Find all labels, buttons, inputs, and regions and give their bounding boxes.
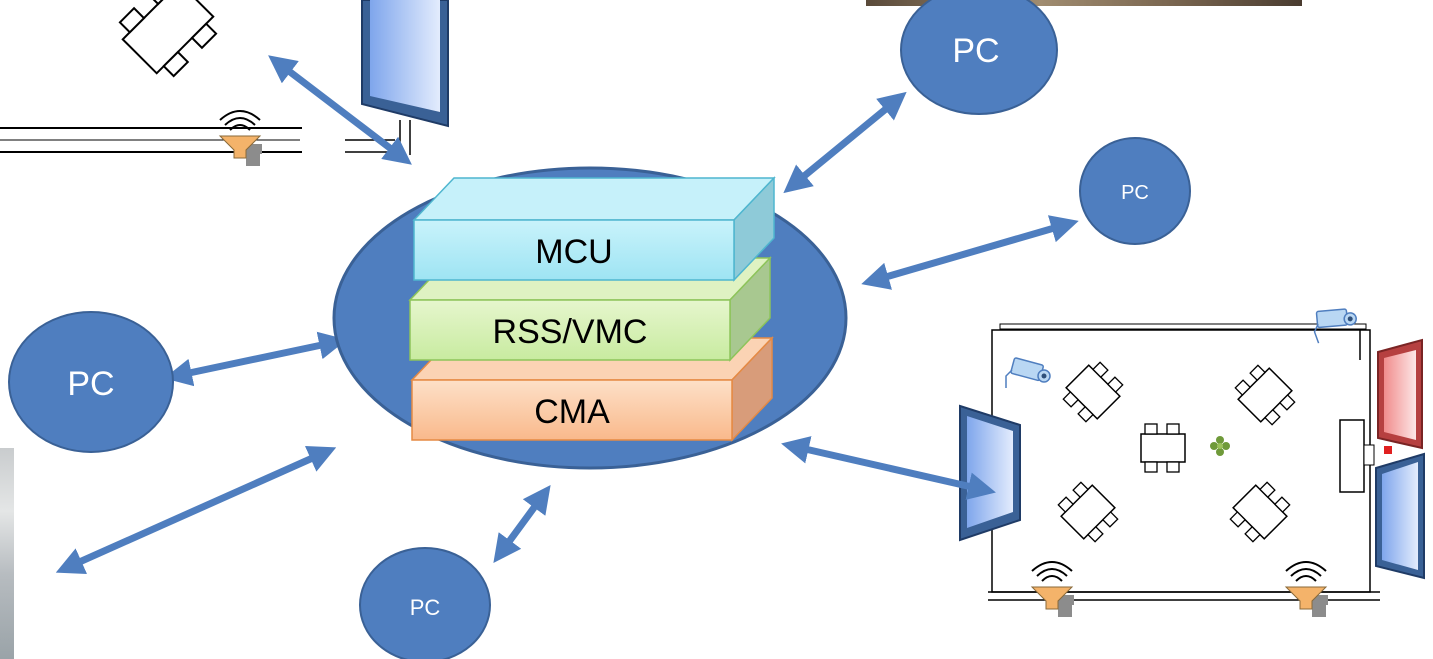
- display-panel-icon: [1375, 452, 1425, 580]
- pc-node-bottom: PC: [359, 547, 491, 659]
- pc-node-right: PC: [1079, 137, 1191, 245]
- pc-label: PC: [1121, 182, 1149, 204]
- table-chairs-icon: [1053, 477, 1123, 547]
- cma-label: CMA: [534, 393, 610, 431]
- rss-vmc-label: RSS/VMC: [493, 313, 648, 351]
- server-stack: MCU RSS/VMC CMA: [408, 176, 776, 442]
- arrow-pc-left: [164, 331, 347, 387]
- display-panel-icon: [361, 0, 449, 128]
- speaker-icon: [1031, 561, 1075, 618]
- mcu-layer: [412, 176, 776, 282]
- arrow-pc-bottom: [493, 484, 551, 564]
- pc-node-top-right: PC: [900, 0, 1058, 115]
- photo-fragment-left: [0, 448, 14, 659]
- connection-arrows: [55, 55, 1079, 574]
- arrow-bottom-left: [55, 446, 337, 574]
- pc-label: PC: [952, 32, 999, 70]
- display-panel-icon: [959, 404, 1021, 542]
- pc-label: PC: [410, 595, 441, 620]
- camera-icon: [1307, 298, 1361, 344]
- camera-icon: [1005, 356, 1051, 389]
- photo-fragment-top: [866, 0, 1302, 6]
- table-chairs-icon: [1225, 477, 1295, 547]
- display-panel-icon: [1377, 338, 1423, 450]
- arrow-room-right: [781, 436, 996, 500]
- table-chairs-icon: [1140, 423, 1186, 473]
- pc-label: PC: [67, 365, 114, 403]
- arrow-top-left-room: [268, 55, 412, 165]
- plant-icon: [1210, 436, 1230, 456]
- table-chairs-icon: [1230, 360, 1300, 430]
- table-chairs-icon: [1058, 357, 1128, 427]
- arrow-pc-right: [861, 215, 1079, 290]
- table-chairs-icon: [118, 0, 218, 78]
- room-plan-right: [959, 298, 1425, 618]
- pc-node-left: PC: [8, 311, 174, 453]
- speaker-icon: [219, 110, 263, 167]
- speaker-icon: [1285, 561, 1329, 618]
- arrow-pc-top-right: [783, 91, 907, 194]
- mcu-label: MCU: [535, 233, 612, 271]
